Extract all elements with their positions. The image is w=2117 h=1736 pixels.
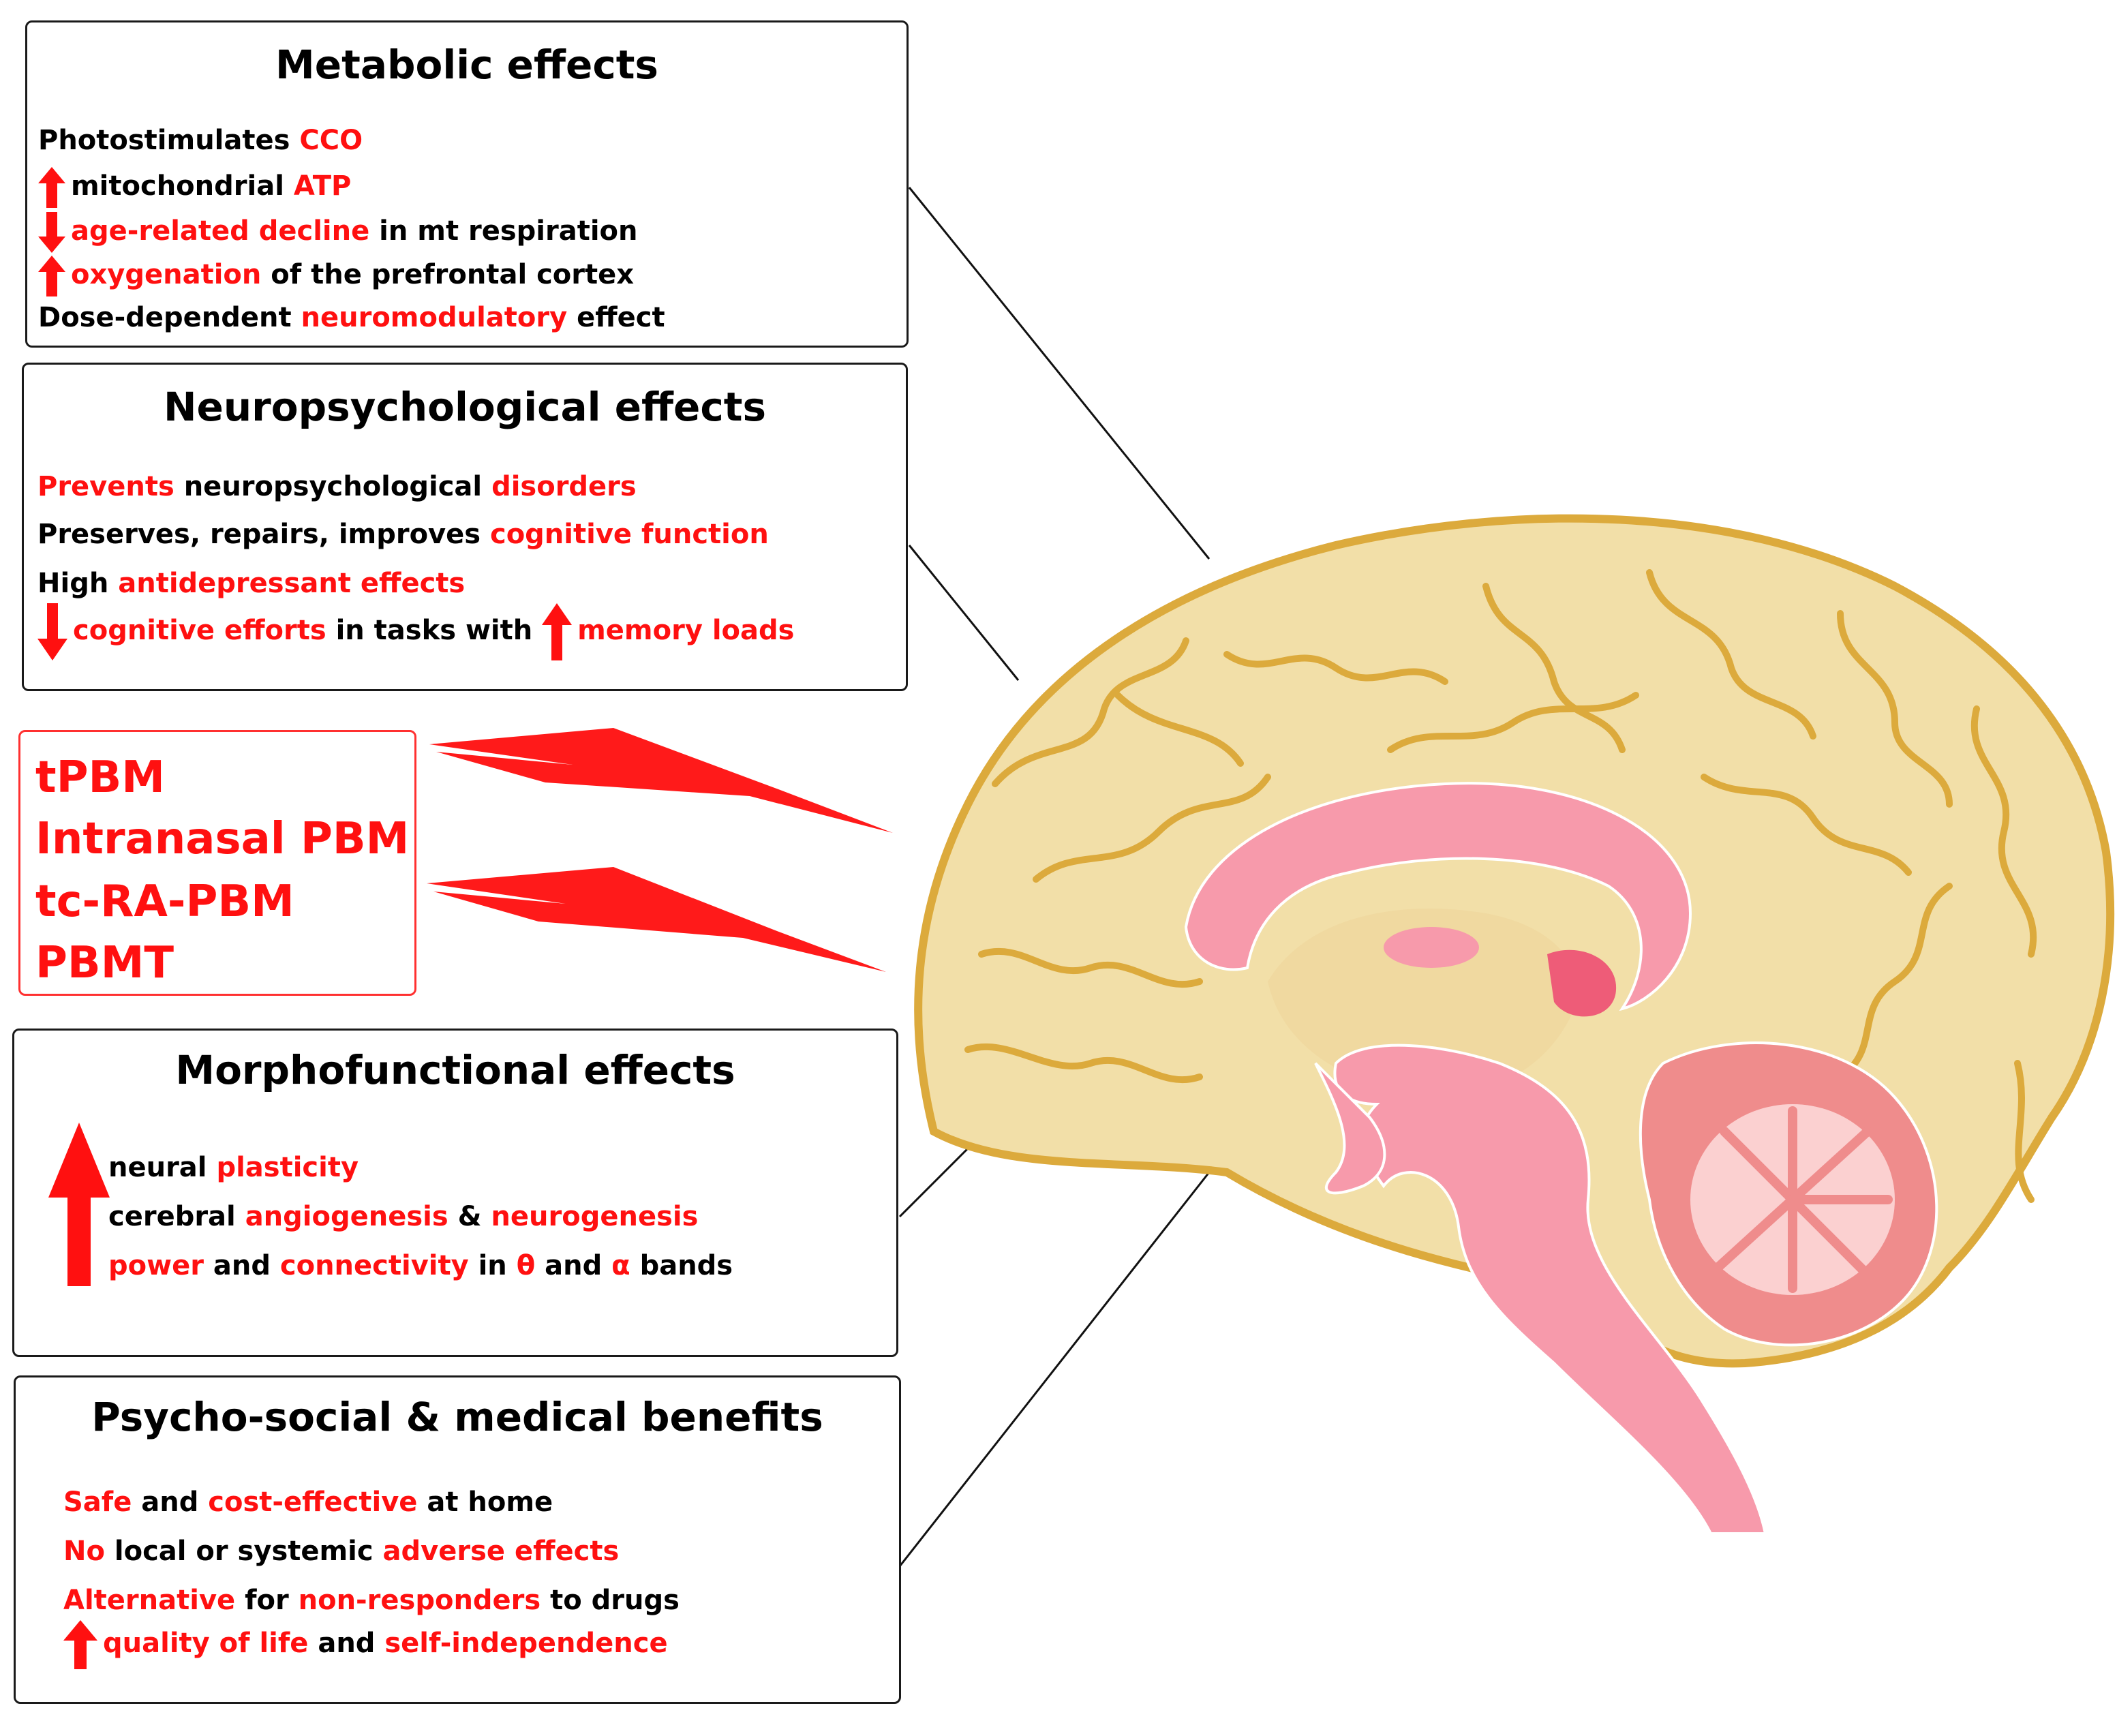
neuropsychological-effects-panel: Neuropsychological effects Prevents neur… <box>22 363 908 691</box>
metabolic-line-1: Photostimulates CCO <box>38 125 363 156</box>
connector-psycho <box>898 1172 1210 1567</box>
method-intranasal-pbm: Intranasal PBM <box>35 814 410 864</box>
down-arrow-icon <box>37 603 67 660</box>
psycho-social-medical-benefits-panel: Psycho-social & medical benefits Safe an… <box>14 1375 901 1704</box>
psycho-line-1: Safe and cost-effective at home <box>63 1487 553 1518</box>
method-pbmt: PBMT <box>35 938 174 988</box>
metabolic-line-3: age-related decline in mt respiration <box>38 212 638 253</box>
brain-illustration <box>914 514 2115 1535</box>
neuro-line-1: Prevents neuropsychological disorders <box>37 471 637 502</box>
morpho-line-1: neural plasticity <box>108 1152 359 1183</box>
down-arrow-icon <box>38 212 65 253</box>
up-arrow-icon <box>542 603 573 660</box>
metabolic-line-5: Dose-dependent neuromodulatory effect <box>38 302 665 333</box>
psycho-line-2: No local or systemic adverse effects <box>63 1536 620 1567</box>
connector-metabolic <box>908 187 1210 560</box>
brainstem <box>1333 1044 1767 1535</box>
lightning-bolt-icon <box>427 867 886 972</box>
panel-title: Neuropsychological effects <box>164 384 766 430</box>
morphofunctional-effects-panel: Morphofunctional effects neural plastici… <box>12 1029 898 1357</box>
neuro-line-4: cognitive efforts in tasks with memory l… <box>37 603 794 660</box>
panel-title: Metabolic effects <box>275 42 658 88</box>
metabolic-line-2: mitochondrial ATP <box>38 167 351 208</box>
arbor-vitae-branches <box>1713 1106 1893 1293</box>
psycho-line-3: Alternative for non-responders to drugs <box>63 1585 680 1616</box>
up-arrow-icon <box>48 1123 110 1286</box>
thalamus <box>1268 909 1577 1095</box>
up-arrow-icon <box>38 256 65 296</box>
lightning-bolt-icon <box>429 728 893 833</box>
hypothalamus <box>1314 1062 1386 1195</box>
panel-title: Morphofunctional effects <box>175 1047 735 1093</box>
neuro-line-2: Preserves, repairs, improves cognitive f… <box>37 519 769 550</box>
method-tc-ra-pbm: tc-RA-PBM <box>35 877 294 927</box>
metabolic-effects-panel: Metabolic effects Photostimulates CCO mi… <box>25 20 909 348</box>
interthalamic-adhesion <box>1384 927 1479 968</box>
connector-lines <box>898 187 1210 1567</box>
method-tpbm: tPBM <box>35 752 165 803</box>
panel-title: Psycho-social & medical benefits <box>91 1394 823 1440</box>
morpho-line-3: power and connectivity in θ and α bands <box>108 1250 733 1281</box>
metabolic-line-4: oxygenation of the prefrontal cortex <box>38 256 634 296</box>
up-arrow-icon <box>63 1620 97 1669</box>
connector-neuro <box>908 545 1020 681</box>
corpus-callosum <box>1184 782 1692 1011</box>
psycho-line-4: quality of life and self-independence <box>63 1620 668 1669</box>
morpho-line-2: cerebral angiogenesis & neurogenesis <box>108 1201 699 1232</box>
pineal-gland <box>1547 949 1617 1017</box>
pbm-methods-box: tPBM Intranasal PBM tc-RA-PBM PBMT <box>18 730 416 996</box>
up-arrow-icon <box>38 167 65 208</box>
neuro-line-3: High antidepressant effects <box>37 568 466 599</box>
